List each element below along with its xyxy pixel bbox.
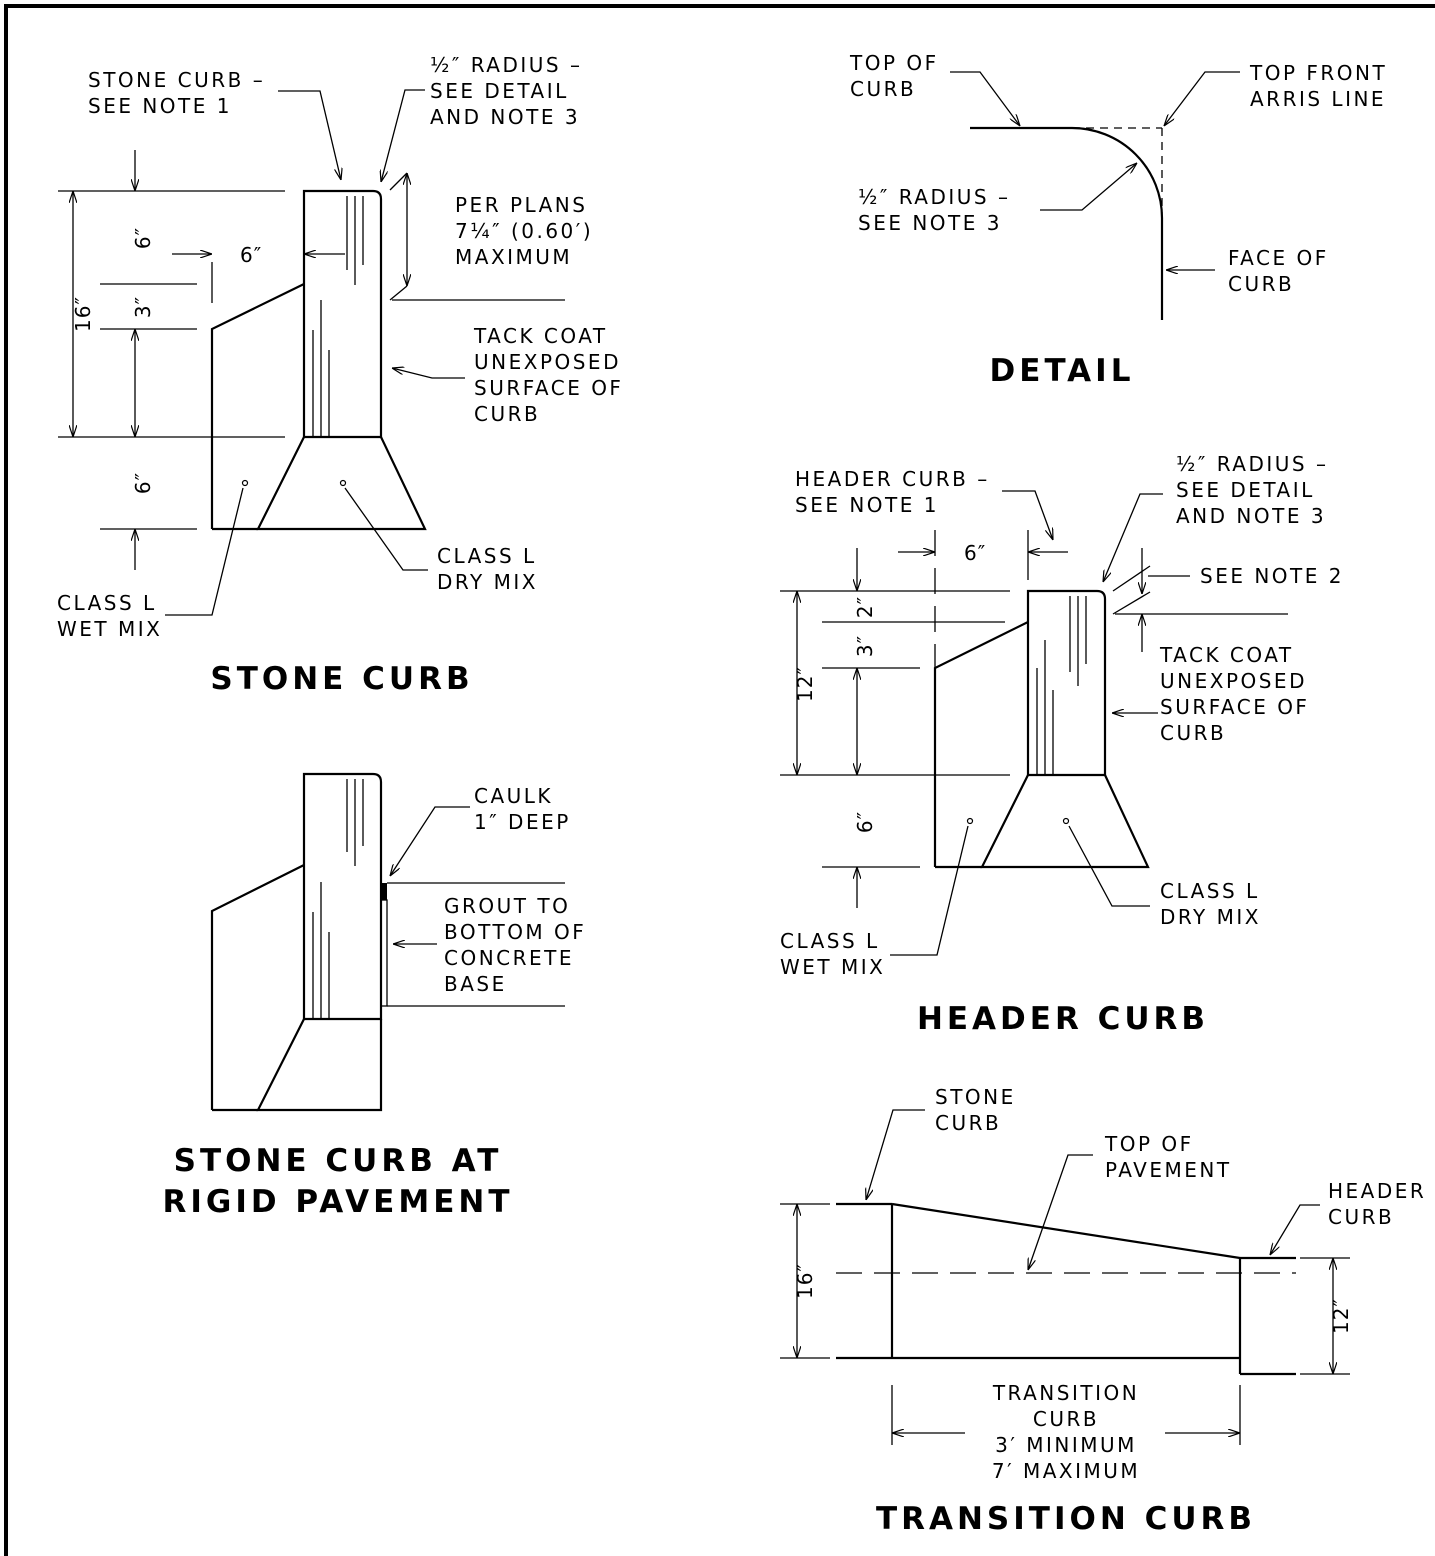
- header-curb-dry-mix: [980, 774, 1150, 869]
- svg-text:7¼″ (0.60′): 7¼″ (0.60′): [455, 219, 593, 243]
- svg-text:3″: 3″: [131, 296, 155, 318]
- stone-curb-drawing: [58, 89, 565, 616]
- header-width-dim: 6″: [964, 541, 986, 565]
- header-tack-coat-callout: TACK COAT: [1159, 643, 1294, 667]
- stone-curb-wet-mix: [210, 283, 305, 529]
- transition-top-slope: [891, 1202, 1241, 1260]
- header-height-dim-12: 12″: [793, 666, 817, 702]
- stone-curb-end-callout: STONE: [935, 1085, 1016, 1109]
- svg-text:2″: 2″: [853, 596, 877, 618]
- stone-curb-body: [302, 189, 383, 439]
- svg-text:SEE DETAIL: SEE DETAIL: [1176, 478, 1315, 502]
- svg-text:6″: 6″: [131, 227, 155, 249]
- svg-text:3′ MINIMUM: 3′ MINIMUM: [995, 1433, 1137, 1457]
- svg-text:AND NOTE 3: AND NOTE 3: [430, 105, 580, 129]
- svg-text:PAVEMENT: PAVEMENT: [1105, 1158, 1232, 1182]
- svg-text:6″: 6″: [853, 811, 877, 833]
- svg-text:CURB: CURB: [1228, 272, 1294, 296]
- header-curb-end-callout: HEADER: [1328, 1179, 1426, 1203]
- dry-mix-callout: CLASS L: [437, 544, 537, 568]
- header-curb-labels: HEADER CURB – SEE NOTE 1 ½″ RADIUS – SEE…: [780, 452, 1344, 1037]
- grout-callout: GROUT TO: [444, 894, 570, 918]
- svg-text:MAXIMUM: MAXIMUM: [455, 245, 572, 269]
- svg-text:SURFACE OF: SURFACE OF: [474, 376, 623, 400]
- header-curb-title: HEADER CURB: [917, 1001, 1209, 1037]
- transition-dim-12: 12″: [1329, 1298, 1353, 1334]
- caulk-joint: [381, 883, 387, 900]
- detail-drawing: [950, 71, 1240, 320]
- svg-text:SEE NOTE 3: SEE NOTE 3: [858, 211, 1002, 235]
- stone-curb-callout: STONE CURB –: [88, 68, 265, 92]
- top-of-curb-callout: TOP OF: [849, 51, 939, 75]
- svg-text:WET MIX: WET MIX: [57, 617, 162, 641]
- transition-length-label: TRANSITION: [992, 1381, 1139, 1405]
- svg-text:BOTTOM OF: BOTTOM OF: [444, 920, 586, 944]
- transition-curb-drawing: [780, 1109, 1350, 1445]
- tack-coat-callout: TACK COAT: [473, 324, 608, 348]
- svg-text:DRY MIX: DRY MIX: [1160, 905, 1261, 929]
- header-curb-callout: HEADER CURB –: [795, 467, 990, 491]
- svg-text:AND NOTE 3: AND NOTE 3: [1176, 504, 1326, 528]
- grout-joint: [380, 899, 388, 1007]
- sheet-border: [4, 4, 1435, 1556]
- svg-text:DRY MIX: DRY MIX: [437, 570, 538, 594]
- detail-labels: TOP OF CURB TOP FRONT ARRIS LINE ½″ RADI…: [849, 51, 1387, 389]
- svg-text:SEE DETAIL: SEE DETAIL: [430, 79, 569, 103]
- transition-curb-title: TRANSITION CURB: [876, 1501, 1256, 1537]
- rigid-title-line2: RIGID PAVEMENT: [163, 1184, 514, 1220]
- header-dry-mix-callout: CLASS L: [1160, 879, 1260, 903]
- svg-text:3″: 3″: [853, 635, 877, 657]
- svg-text:CURB: CURB: [1328, 1205, 1394, 1229]
- stone-curb-title: STONE CURB: [210, 661, 473, 697]
- svg-text:SURFACE OF: SURFACE OF: [1160, 695, 1309, 719]
- detail-radius-profile: [970, 126, 1164, 320]
- rigid-title-line1: STONE CURB AT: [174, 1143, 503, 1179]
- rigid-pavement-labels: CAULK 1″ DEEP GROUT TO BOTTOM OF CONCRET…: [163, 784, 586, 1220]
- top-of-pavement-callout: TOP OF: [1104, 1132, 1194, 1156]
- header-radius-callout: ½″ RADIUS –: [1176, 452, 1328, 476]
- svg-text:UNEXPOSED: UNEXPOSED: [474, 350, 621, 374]
- caulk-callout: CAULK: [474, 784, 553, 808]
- svg-text:7′ MAXIMUM: 7′ MAXIMUM: [992, 1459, 1140, 1483]
- arris-line-callout: TOP FRONT: [1249, 61, 1387, 85]
- width-dim: 6″: [240, 243, 262, 267]
- svg-text:CURB: CURB: [1160, 721, 1226, 745]
- transition-dim-16: 16″: [793, 1263, 817, 1299]
- face-of-curb-callout: FACE OF: [1228, 246, 1329, 270]
- svg-text:BASE: BASE: [444, 972, 507, 996]
- svg-text:CURB: CURB: [1033, 1407, 1099, 1431]
- svg-text:UNEXPOSED: UNEXPOSED: [1160, 669, 1307, 693]
- rigid-pavement-drawing: [210, 772, 565, 1112]
- detail-radius-callout: ½″ RADIUS –: [858, 185, 1010, 209]
- svg-text:6″: 6″: [131, 472, 155, 494]
- header-curb-wet-mix: [933, 621, 1029, 867]
- svg-text:CONCRETE: CONCRETE: [444, 946, 574, 970]
- wet-mix-callout: CLASS L: [57, 591, 157, 615]
- height-dim-16: 16″: [71, 296, 95, 332]
- header-wet-mix-callout: CLASS L: [780, 929, 880, 953]
- svg-text:SEE NOTE 1: SEE NOTE 1: [88, 94, 232, 118]
- see-note-2-callout: SEE NOTE 2: [1200, 564, 1344, 588]
- stone-curb-labels: STONE CURB – SEE NOTE 1 ½″ RADIUS – SEE …: [57, 53, 623, 697]
- transition-curb-labels: STONE CURB TOP OF PAVEMENT HEADER CURB 1…: [793, 1085, 1426, 1537]
- svg-text:WET MIX: WET MIX: [780, 955, 885, 979]
- svg-text:1″ DEEP: 1″ DEEP: [474, 810, 571, 834]
- detail-title: DETAIL: [990, 353, 1135, 389]
- svg-text:ARRIS LINE: ARRIS LINE: [1250, 87, 1386, 111]
- stone-curb-dry-mix: [256, 436, 427, 531]
- header-curb-body: [1026, 589, 1107, 777]
- svg-text:CURB: CURB: [474, 402, 540, 426]
- svg-text:CURB: CURB: [935, 1111, 1001, 1135]
- stone-curb-radius-callout: ½″ RADIUS –: [430, 53, 582, 77]
- svg-text:SEE NOTE 1: SEE NOTE 1: [795, 493, 939, 517]
- svg-text:CURB: CURB: [850, 77, 916, 101]
- header-curb-drawing: [780, 490, 1288, 956]
- rigid-curb-body: [302, 772, 383, 1021]
- exposure-callout: PER PLANS: [455, 193, 587, 217]
